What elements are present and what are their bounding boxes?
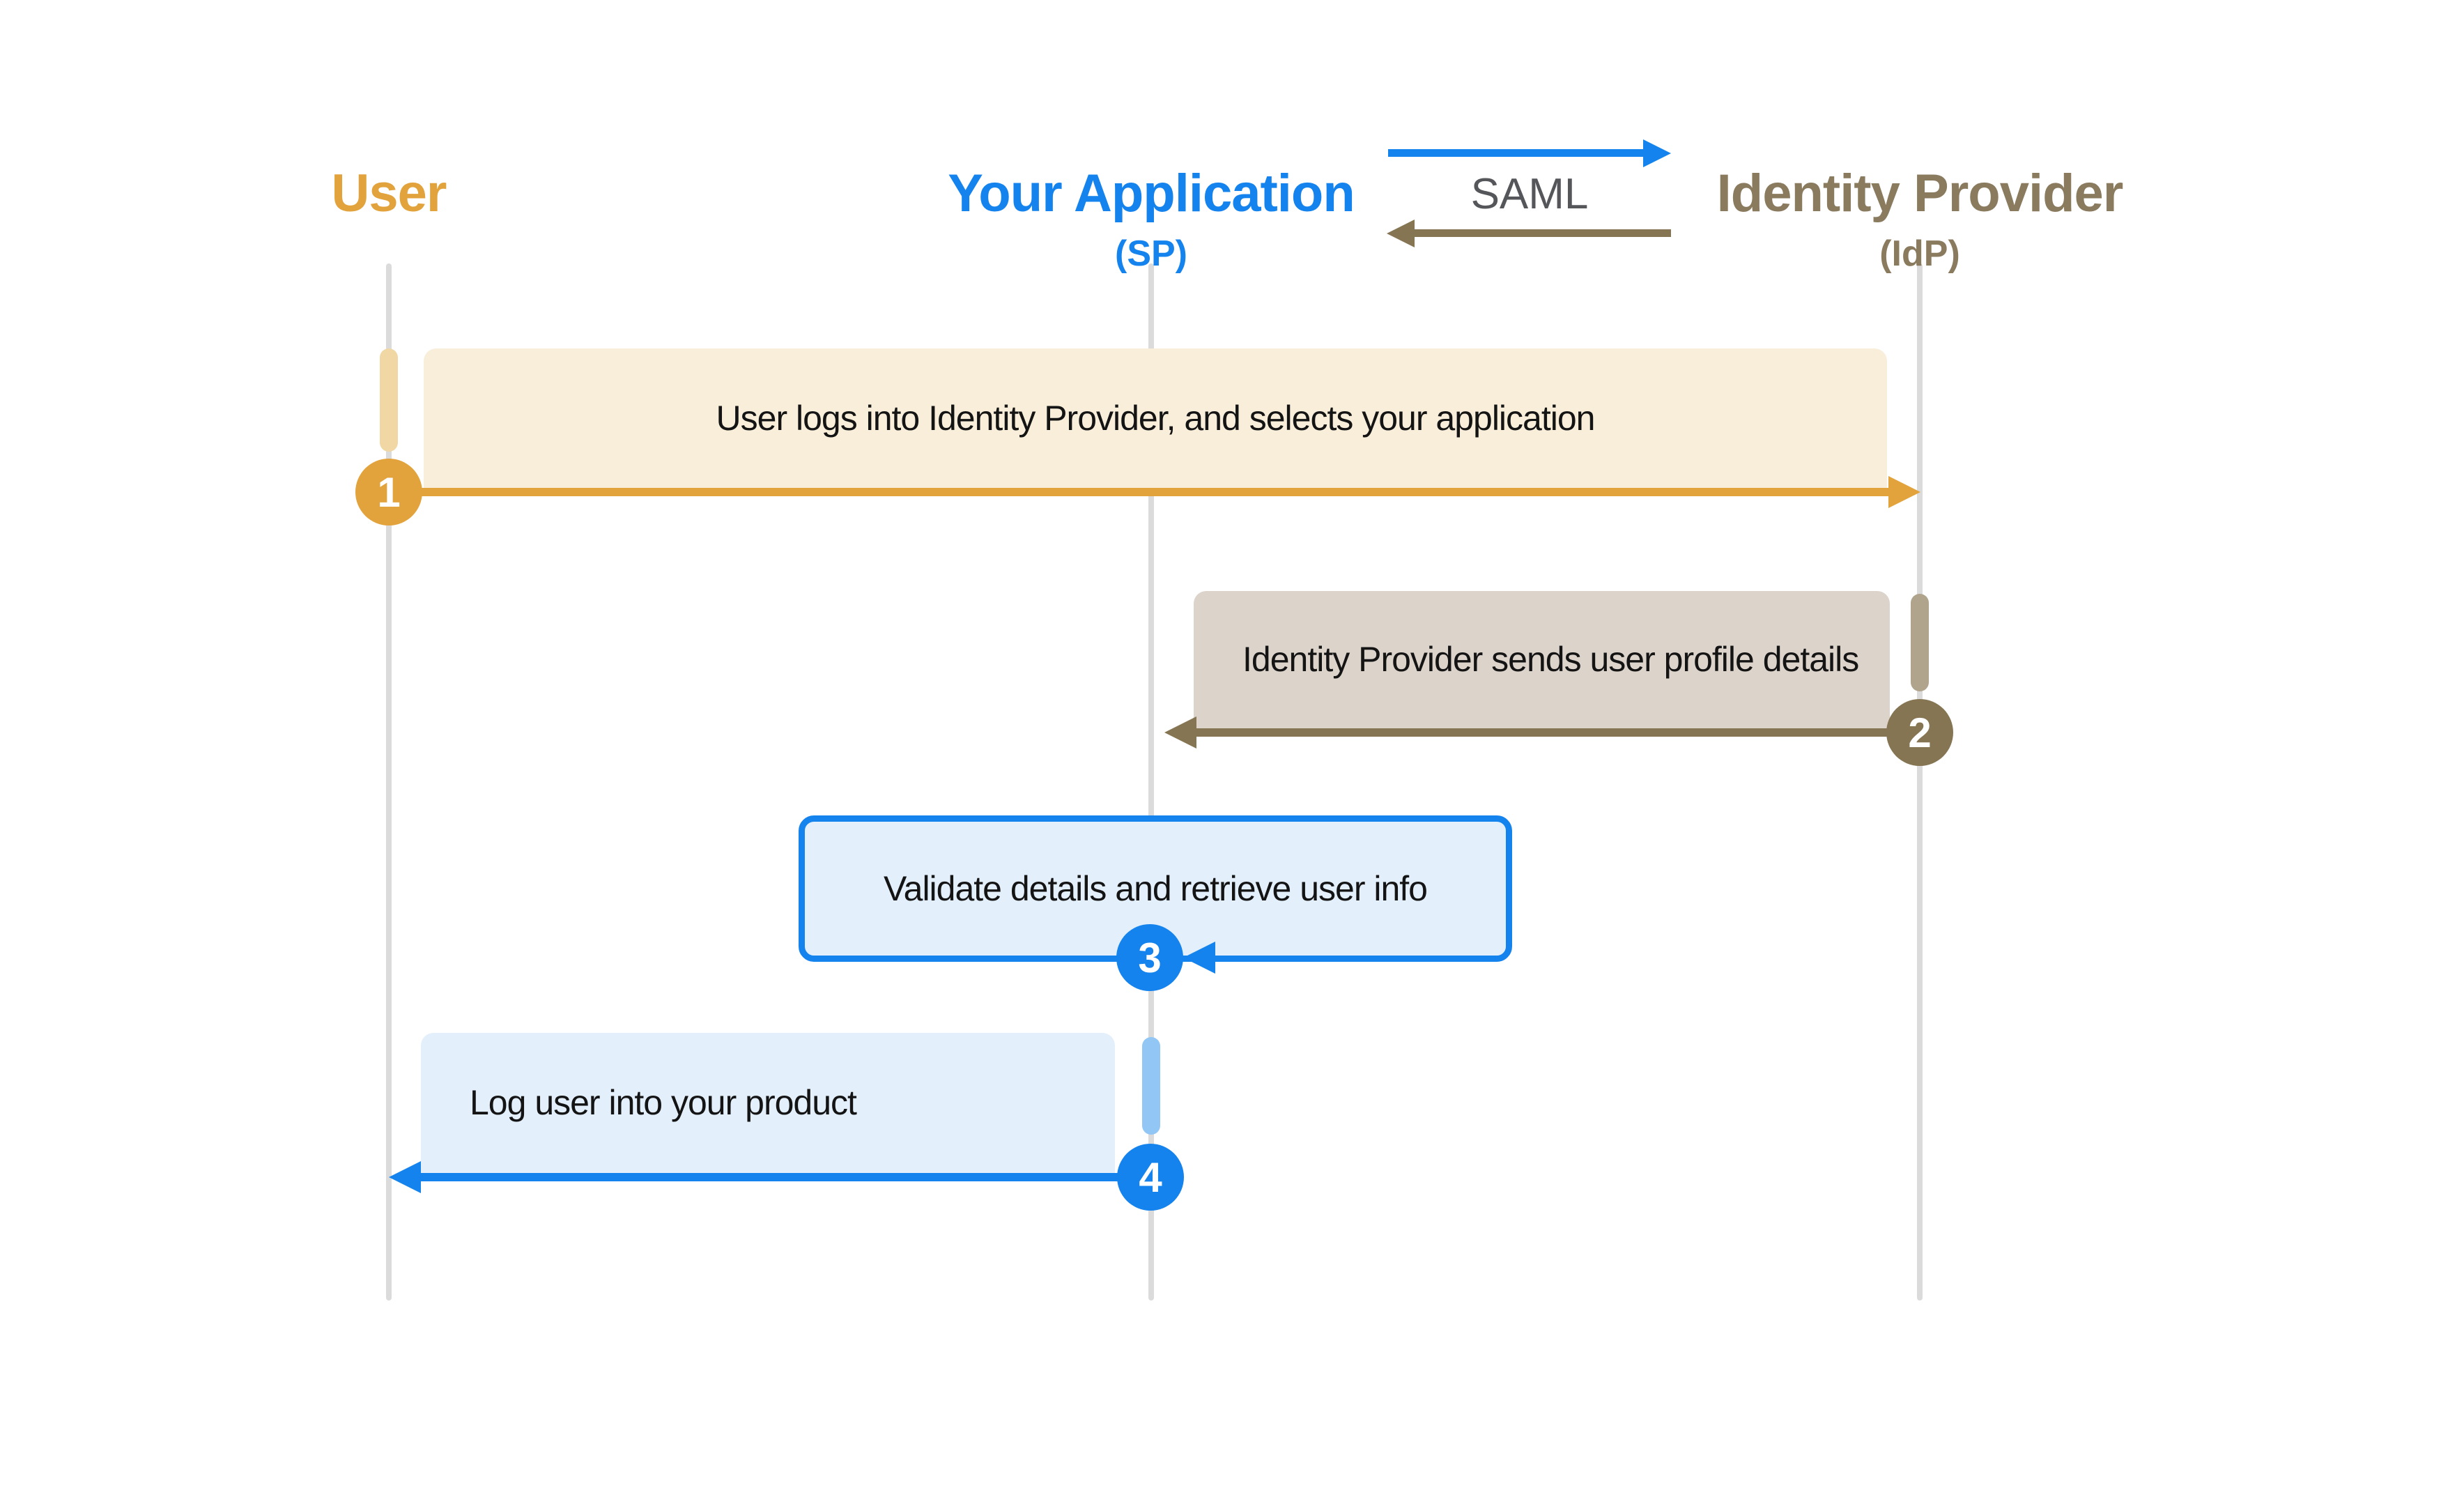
- lifeline-your-application: [1148, 263, 1154, 1301]
- message-4-box: Log user into your product: [421, 1033, 1115, 1173]
- step-4-badge: 4: [1117, 1144, 1184, 1211]
- saml-left-arrow-line: [1415, 229, 1671, 237]
- message-3-text: Validate details and retrieve user info: [884, 868, 1428, 908]
- user-activation-bar: [380, 348, 398, 452]
- saml-right-arrow-line: [1388, 149, 1645, 157]
- message-1-arrow-line: [389, 488, 1890, 496]
- step-3-badge: 3: [1116, 924, 1183, 991]
- saml-right-arrowhead-icon: [1643, 139, 1671, 167]
- actor-sublabel-sp: (SP): [1115, 233, 1187, 274]
- idp-activation-bar: [1911, 594, 1929, 691]
- step-1-badge: 1: [355, 459, 422, 526]
- message-1-arrowhead-icon: [1888, 476, 1920, 508]
- actor-label-identity-provider: Identity Provider: [1716, 164, 2124, 223]
- saml-label: SAML: [1470, 170, 1589, 218]
- actor-label-your-application: Your Application: [948, 164, 1355, 223]
- message-1-box: User logs into Identity Provider, and se…: [424, 348, 1887, 488]
- message-4-arrow-line: [418, 1173, 1151, 1181]
- message-3-arrowhead-icon: [1183, 942, 1215, 974]
- message-4-text: Log user into your product: [470, 1083, 857, 1123]
- actor-sublabel-idp: (IdP): [1879, 233, 1960, 274]
- lifeline-identity-provider: [1917, 263, 1923, 1301]
- lifeline-user: [386, 263, 392, 1301]
- message-2-arrow-line: [1195, 728, 1920, 737]
- message-4-arrowhead-icon: [389, 1161, 421, 1193]
- actor-label-user: User: [331, 164, 447, 223]
- step-2-badge: 2: [1886, 699, 1953, 766]
- message-2-arrowhead-icon: [1164, 716, 1196, 749]
- message-2-box: Identity Provider sends user profile det…: [1194, 591, 1890, 728]
- saml-left-arrowhead-icon: [1387, 220, 1415, 247]
- message-1-text: User logs into Identity Provider, and se…: [716, 398, 1596, 438]
- message-2-text: Identity Provider sends user profile det…: [1242, 640, 1859, 680]
- app-activation-bar: [1142, 1037, 1160, 1135]
